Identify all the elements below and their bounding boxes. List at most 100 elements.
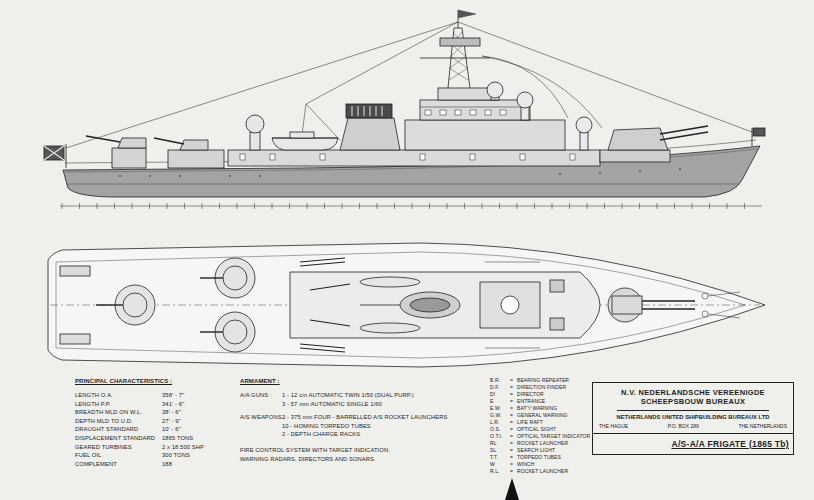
- spec-text: 300 TONS: [162, 452, 190, 458]
- abbreviation-text: R.L.: [490, 469, 500, 475]
- drawing-line: [44, 146, 64, 160]
- spec-text: 2 x 18.500 SHP: [162, 444, 204, 450]
- drawing-line: [501, 296, 519, 314]
- side-view: [44, 10, 765, 209]
- drawing-line: [360, 305, 400, 306]
- abbreviation-text: =: [510, 399, 513, 405]
- drawing-line: [300, 258, 345, 262]
- drawing-line: [123, 293, 147, 317]
- drawing-line: [44, 146, 64, 160]
- drawing-line: [240, 154, 245, 160]
- abbreviation-text: OPTICAL SIGHT: [517, 427, 556, 433]
- spec-text: LENGTH P.P.: [75, 401, 111, 407]
- spec-text: BREADTH MLD ON W.L.: [75, 409, 142, 415]
- abbreviation-text: =: [510, 441, 513, 447]
- address-text: THE HAGUE: [599, 423, 628, 429]
- drawing-line: [290, 272, 600, 338]
- drawing-line: [425, 110, 506, 115]
- abbreviation-text: DIRECTOR: [517, 392, 544, 398]
- drawing-line: [608, 128, 668, 150]
- drawing-line: [405, 120, 565, 150]
- drawing-line: [240, 154, 575, 160]
- abbreviation-text: ENTRANCE: [517, 399, 545, 405]
- drawing-line: [580, 132, 588, 150]
- section-heading: ARMAMENT :: [240, 378, 280, 385]
- drawing-line: [410, 298, 450, 312]
- portholes: [119, 168, 681, 177]
- spec-text: 3 - 57 mm AUTOMATIC SINGLE 1/60: [282, 401, 382, 407]
- abbreviation-text: =: [510, 420, 513, 426]
- drawing-line: [363, 106, 364, 116]
- drawing-line: [223, 320, 247, 344]
- spec-text: 2 - 375 mm FOUR - BARRELLED A/S ROCKET L…: [282, 414, 447, 420]
- drawing-line: [179, 175, 181, 177]
- drawing-line: [300, 348, 345, 352]
- drawing-line: [64, 149, 757, 172]
- abbreviation-text: BAT'Y WARNING: [517, 406, 557, 412]
- drawing-line: [200, 331, 223, 332]
- abbreviation-text: D.F.: [490, 385, 499, 391]
- deck-outline: [48, 243, 765, 367]
- abbreviation-text: L.R.: [490, 420, 500, 426]
- spec-text: WARNING RADARS, DIRECTORS AND SONARS.: [240, 456, 376, 462]
- drawing-line: [66, 184, 740, 185]
- spec-text: COMPLEMENT: [75, 461, 117, 467]
- radar-dome: [487, 82, 592, 150]
- drawing-line: [168, 150, 224, 168]
- anchor-gear: [702, 292, 740, 318]
- abbreviation-text: =: [510, 413, 513, 419]
- drawing-line: [608, 288, 642, 322]
- address-text: THE NETHERLANDS: [738, 423, 787, 429]
- abbreviation-text: GENERAL WARNING: [517, 413, 568, 419]
- abbreviation-text: =: [510, 462, 513, 468]
- deckhouse: [228, 150, 600, 166]
- drawing-line: [320, 154, 325, 160]
- abbreviation-text: T.T.: [490, 455, 498, 461]
- abbreviation-text: G.W.: [490, 413, 502, 419]
- plan-view: [48, 243, 765, 367]
- spec-text: A/A GUNS :: [240, 392, 272, 398]
- abbreviation-text: LIFE RAFT: [517, 420, 543, 426]
- drawing-line: [381, 106, 382, 116]
- drawing-line: [310, 284, 350, 290]
- drawing-line: [702, 293, 708, 299]
- drawing-line: [200, 277, 223, 278]
- director: [246, 115, 264, 150]
- drawing-line: [470, 154, 475, 160]
- drawing-line: [300, 262, 345, 266]
- flag: [44, 128, 765, 168]
- abbreviation-text: BEARING REPEATER: [517, 378, 569, 384]
- funnel: [340, 104, 400, 150]
- drawing-line: [60, 206, 762, 207]
- drawing-line: [112, 148, 146, 168]
- drawing-line: [660, 132, 708, 140]
- drawing-line: [485, 348, 540, 349]
- title-block: N.V. NEDERLANDSCHE VEREENIGDE SCHEEPSBOU…: [592, 382, 794, 455]
- drawing-line: [119, 175, 121, 177]
- abbreviation-text: =: [510, 469, 513, 475]
- abbreviation-text: =: [510, 434, 513, 440]
- abbreviation-text: TORPEDO TUBES: [517, 455, 561, 461]
- abbreviation-text: SEARCH LIGHT: [517, 448, 555, 454]
- spec-text: 10 - HOMING TORPEDO TUBES: [282, 423, 371, 429]
- drawing-line: [550, 280, 564, 292]
- abbreviation-text: E.W.: [490, 406, 501, 412]
- drawing-line: [440, 38, 480, 46]
- drawing-title: A/S-A/A FRIGATE (1865 Tb): [597, 439, 789, 449]
- drawing-line: [229, 175, 231, 177]
- abbreviation-text: E: [490, 399, 493, 405]
- abbreviation-text: DIRECTION FINDER: [517, 385, 566, 391]
- drawing-line: [66, 144, 67, 168]
- main-turret: [600, 126, 708, 162]
- spec-text: 1865 TONS: [162, 435, 193, 441]
- drawing-line: [485, 262, 540, 263]
- abbreviation-text: OPTICAL TARGET INDICATOR: [517, 434, 590, 440]
- spec-text: FIRE CONTROL SYSTEM WITH TARGET INDICATI…: [240, 447, 390, 453]
- drawing-line: [180, 140, 208, 150]
- drawing-line: [270, 154, 275, 160]
- drawing-line: [420, 58, 490, 59]
- drawing-line: [272, 138, 338, 150]
- drawing-line: [96, 304, 123, 305]
- drawing-line: [62, 203, 745, 209]
- abbreviation-text: B.R.: [490, 378, 500, 384]
